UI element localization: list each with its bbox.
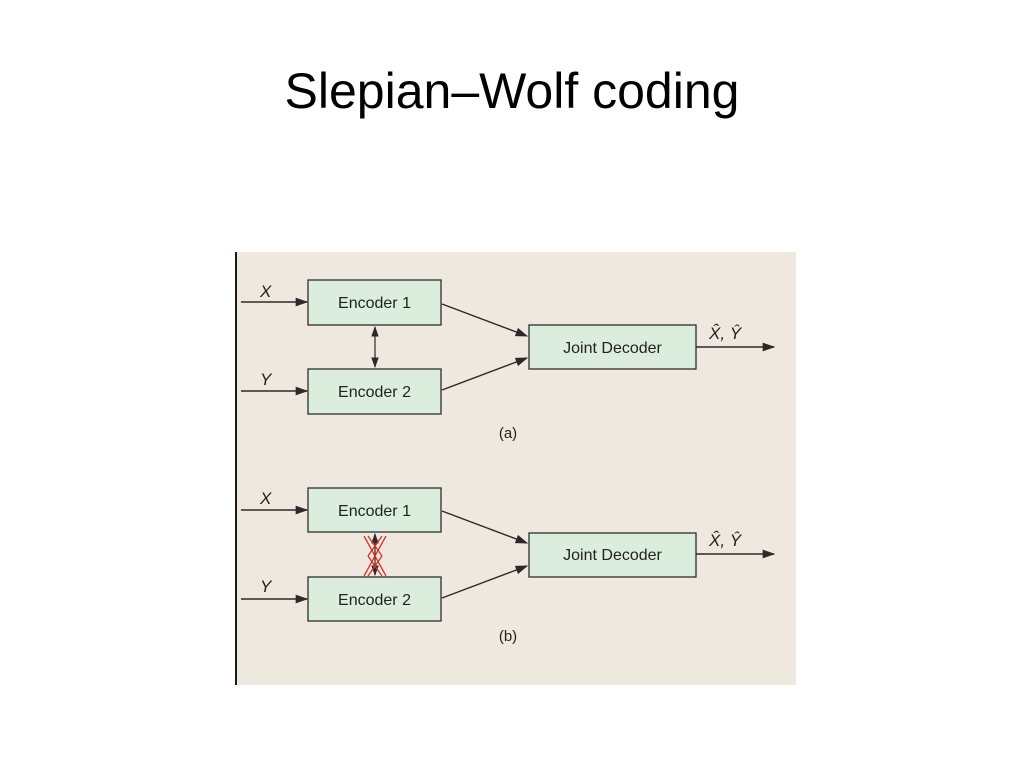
panel-b-joint-decoder <box>528 532 697 578</box>
panel-b-encoder-2-to-decoder-arrow <box>441 565 529 599</box>
panel-b-input-x-label: X <box>259 489 272 508</box>
panel-a-encoder-1-to-decoder-arrow <box>441 303 529 337</box>
panel-b-encoder-1-label: Encoder 1 <box>338 503 411 520</box>
panel-b-joint-decoder-label: Joint Decoder <box>563 547 662 564</box>
panel-a-encoder-1-label: Encoder 1 <box>338 295 411 312</box>
panel-a-encoder-2 <box>307 368 442 415</box>
slide-title: Slepian–Wolf coding <box>284 63 740 119</box>
panel-a-encoder-2-label: Encoder 2 <box>338 384 411 401</box>
panel-b-encoder-2 <box>307 576 442 622</box>
panel-a-encoder-1 <box>307 279 442 326</box>
panel-b-input-y-label: Y <box>260 577 273 596</box>
panel-a-input-x-label: X <box>259 282 272 301</box>
panel-a-output-label: X̂, Ŷ <box>708 323 743 343</box>
panel-b-encoder-2-label: Encoder 2 <box>338 592 411 609</box>
panel-a: X Encoder 1 Y Encoder 2 Joint Decoder X̂… <box>241 279 776 442</box>
panel-a-joint-decoder <box>528 324 697 370</box>
panel-b: X Encoder 1 Y Encoder 2 <box>241 487 776 645</box>
panel-b-output-label: X̂, Ŷ <box>708 530 743 550</box>
panel-b-caption: (b) <box>499 628 517 645</box>
panel-b-encoder-1 <box>307 487 442 533</box>
panel-b-encoder-1-to-decoder-arrow <box>441 510 529 544</box>
panel-a-joint-decoder-label: Joint Decoder <box>563 340 662 357</box>
slepian-wolf-diagram: X Encoder 1 Y Encoder 2 Joint Decoder X̂… <box>235 252 796 685</box>
panel-a-encoder-2-to-decoder-arrow <box>441 357 529 391</box>
panel-a-caption: (a) <box>499 425 517 442</box>
panel-b-blocked-link-cross <box>363 535 387 577</box>
panel-a-input-y-label: Y <box>260 370 273 389</box>
